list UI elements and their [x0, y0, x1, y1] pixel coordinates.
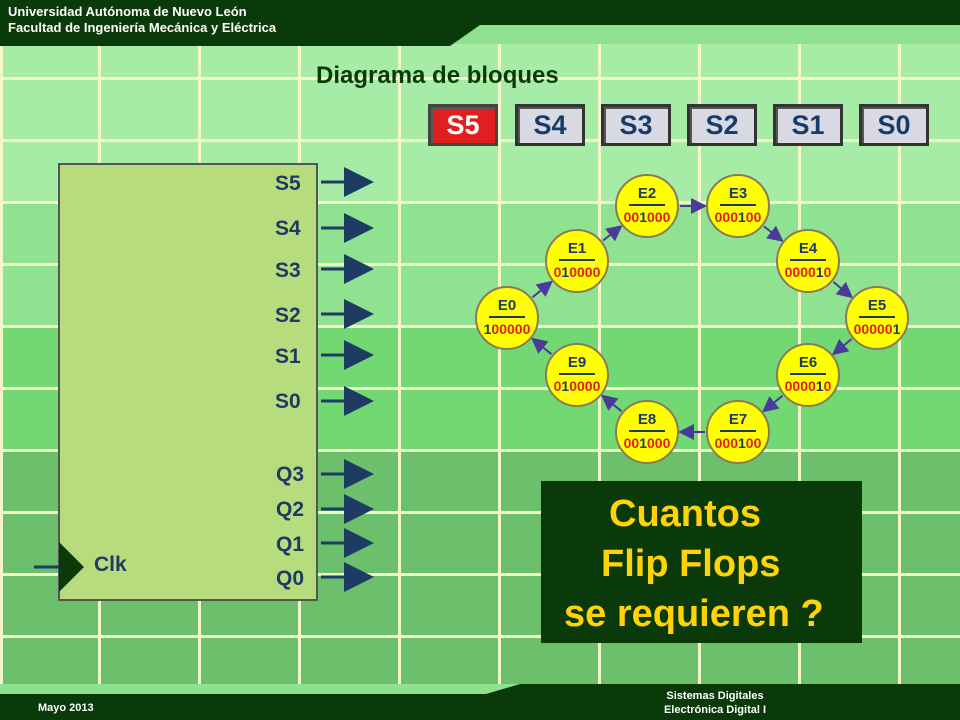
state-node-e5: E5 000001	[845, 286, 909, 350]
state-code: 001000	[624, 435, 671, 451]
state-name: E7	[729, 411, 747, 428]
grid-line	[0, 77, 960, 80]
state-label-q2: Q2	[276, 498, 305, 521]
state-node-e0: E0 100000	[475, 286, 539, 350]
state-name: E9	[568, 354, 586, 371]
transition-arrow	[762, 395, 784, 413]
state-node-e8: E8 001000	[615, 400, 679, 464]
state-name: E3	[729, 185, 747, 202]
transition-arrow	[831, 338, 853, 356]
state-node-e1: E1 010000	[545, 229, 609, 293]
state-name: E8	[638, 411, 656, 428]
grid-line	[898, 44, 901, 684]
output-label-s4: S4	[275, 217, 301, 240]
grid-line	[0, 573, 960, 576]
grid-line	[0, 201, 960, 204]
state-code: 000100	[715, 435, 762, 451]
clock-triangle	[59, 542, 84, 592]
faculty-name: Facultad de Ingeniería Mecánica y Eléctr…	[8, 20, 277, 35]
state-code: 001000	[624, 209, 671, 225]
output-label-s3: S3	[275, 259, 301, 282]
state-code: 000100	[715, 209, 762, 225]
transition-arrow	[601, 394, 623, 412]
state-name: E0	[498, 297, 516, 314]
state-node-e2: E2 001000	[615, 174, 679, 238]
state-code: 000010	[785, 264, 832, 280]
block-diagram-box	[58, 163, 318, 601]
question-box: Cuantos Flip Flops se requieren ?	[541, 481, 862, 643]
state-code: 100000	[484, 321, 531, 337]
footer-course-line-2: Electrónica Digital I	[663, 704, 767, 716]
state-label-q0: Q0	[276, 567, 305, 590]
footer-date: Mayo 2013	[38, 702, 94, 714]
transition-arrow	[763, 225, 784, 242]
state-button-s0[interactable]: S0	[859, 104, 929, 146]
transition-arrow	[531, 280, 553, 298]
state-node-e3: E3 000100	[706, 174, 770, 238]
grid-line	[398, 44, 401, 684]
state-name: E1	[568, 240, 586, 257]
transition-arrow	[602, 225, 623, 242]
slide-title: Diagrama de bloques	[316, 62, 559, 89]
output-label-s2: S2	[275, 304, 301, 327]
state-button-s3[interactable]: S3	[601, 104, 671, 146]
state-button-s2[interactable]: S2	[687, 104, 757, 146]
question-line-1: Cuantos	[609, 493, 761, 535]
grid-line	[0, 449, 960, 452]
state-button-s5[interactable]: S5	[428, 104, 498, 146]
clock-label: Clk	[94, 553, 127, 576]
university-name: Universidad Autónoma de Nuevo León	[8, 4, 247, 19]
output-label-s0: S0	[275, 390, 301, 413]
state-code: 010000	[554, 378, 601, 394]
state-node-e7: E7 000100	[706, 400, 770, 464]
question-line-3: se requieren ?	[564, 593, 824, 635]
grid-line	[0, 263, 960, 266]
state-label-q3: Q3	[276, 463, 305, 486]
state-name: E2	[638, 185, 656, 202]
grid-line	[0, 635, 960, 638]
state-name: E6	[799, 354, 817, 371]
footer-course-line-1: Sistemas Digitales	[666, 690, 764, 702]
state-code: 000001	[854, 321, 901, 337]
state-label-q1: Q1	[276, 533, 305, 556]
grid-line	[0, 511, 960, 514]
state-node-e4: E4 000010	[776, 229, 840, 293]
state-node-e6: E6 000010	[776, 343, 840, 407]
state-code: 010000	[554, 264, 601, 280]
transition-arrow	[832, 281, 854, 299]
state-button-s1[interactable]: S1	[773, 104, 843, 146]
question-line-2: Flip Flops	[601, 543, 781, 585]
grid-line	[0, 44, 3, 684]
header-bar	[0, 0, 960, 46]
footer-bar	[0, 684, 960, 720]
output-label-s5: S5	[275, 172, 301, 195]
grid-line	[498, 44, 501, 684]
state-code: 000010	[785, 378, 832, 394]
grid-line	[0, 387, 960, 390]
output-label-s1: S1	[275, 345, 301, 368]
grid-line	[698, 44, 701, 684]
state-node-e9: E9 010000	[545, 343, 609, 407]
transition-arrow	[531, 337, 553, 355]
state-button-s4[interactable]: S4	[515, 104, 585, 146]
state-name: E5	[868, 297, 886, 314]
state-name: E4	[799, 240, 818, 257]
footer-course: Sistemas Digitales Electrónica Digital I	[620, 689, 810, 717]
